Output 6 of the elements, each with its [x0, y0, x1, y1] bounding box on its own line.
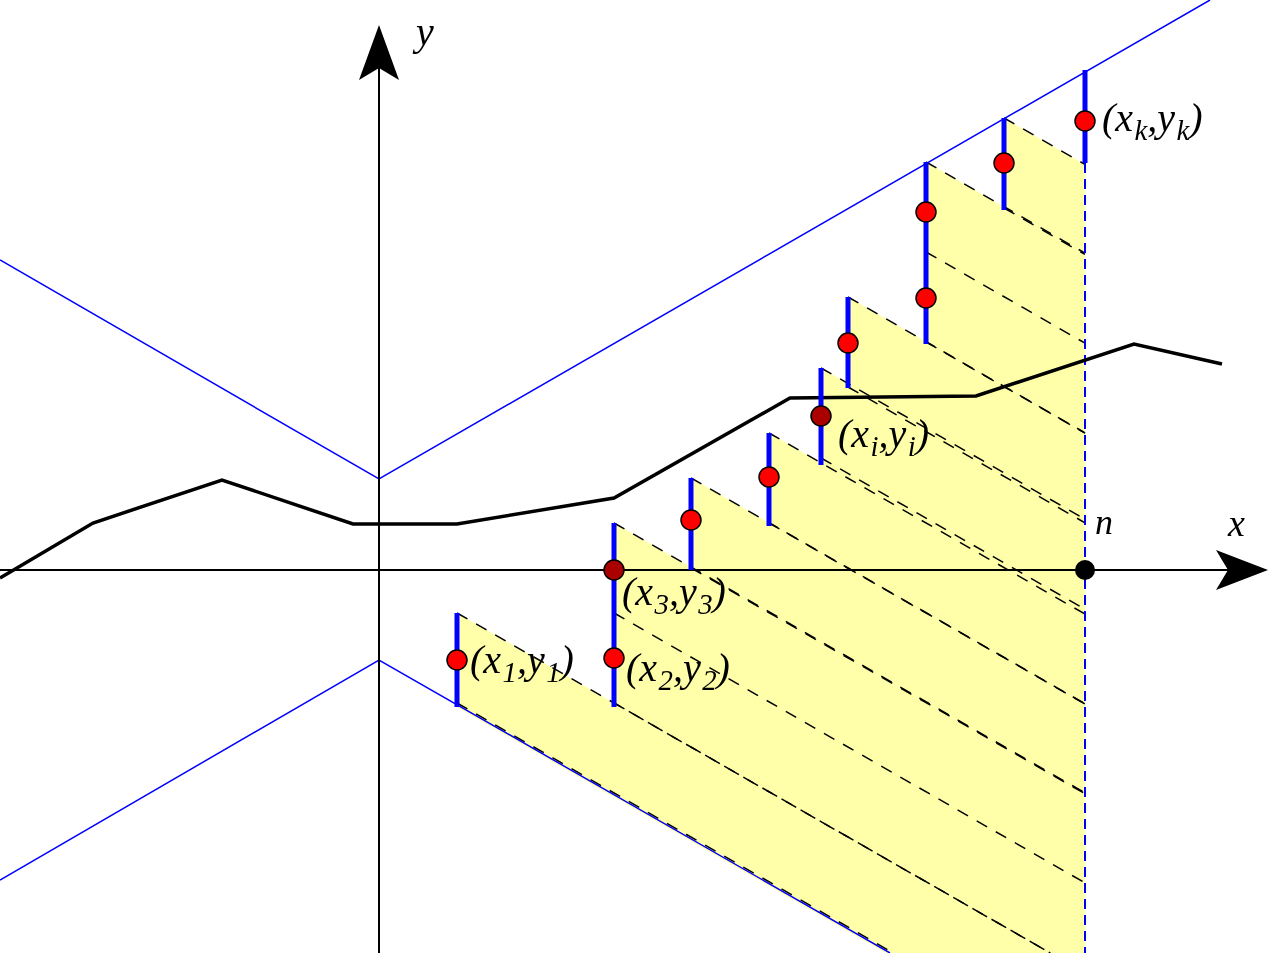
math-label: (x$_{3}$,y$_{3}$): [622, 572, 726, 619]
math-label: x: [1228, 504, 1245, 542]
math-label: n: [1095, 504, 1113, 540]
math-label: (x$_{2}$,y$_{2}$): [626, 648, 730, 695]
math-label: (x$_{k}$,y$_{k}$): [1102, 98, 1203, 145]
math-label: (x$_{1}$,y$_{1}$): [470, 640, 574, 687]
